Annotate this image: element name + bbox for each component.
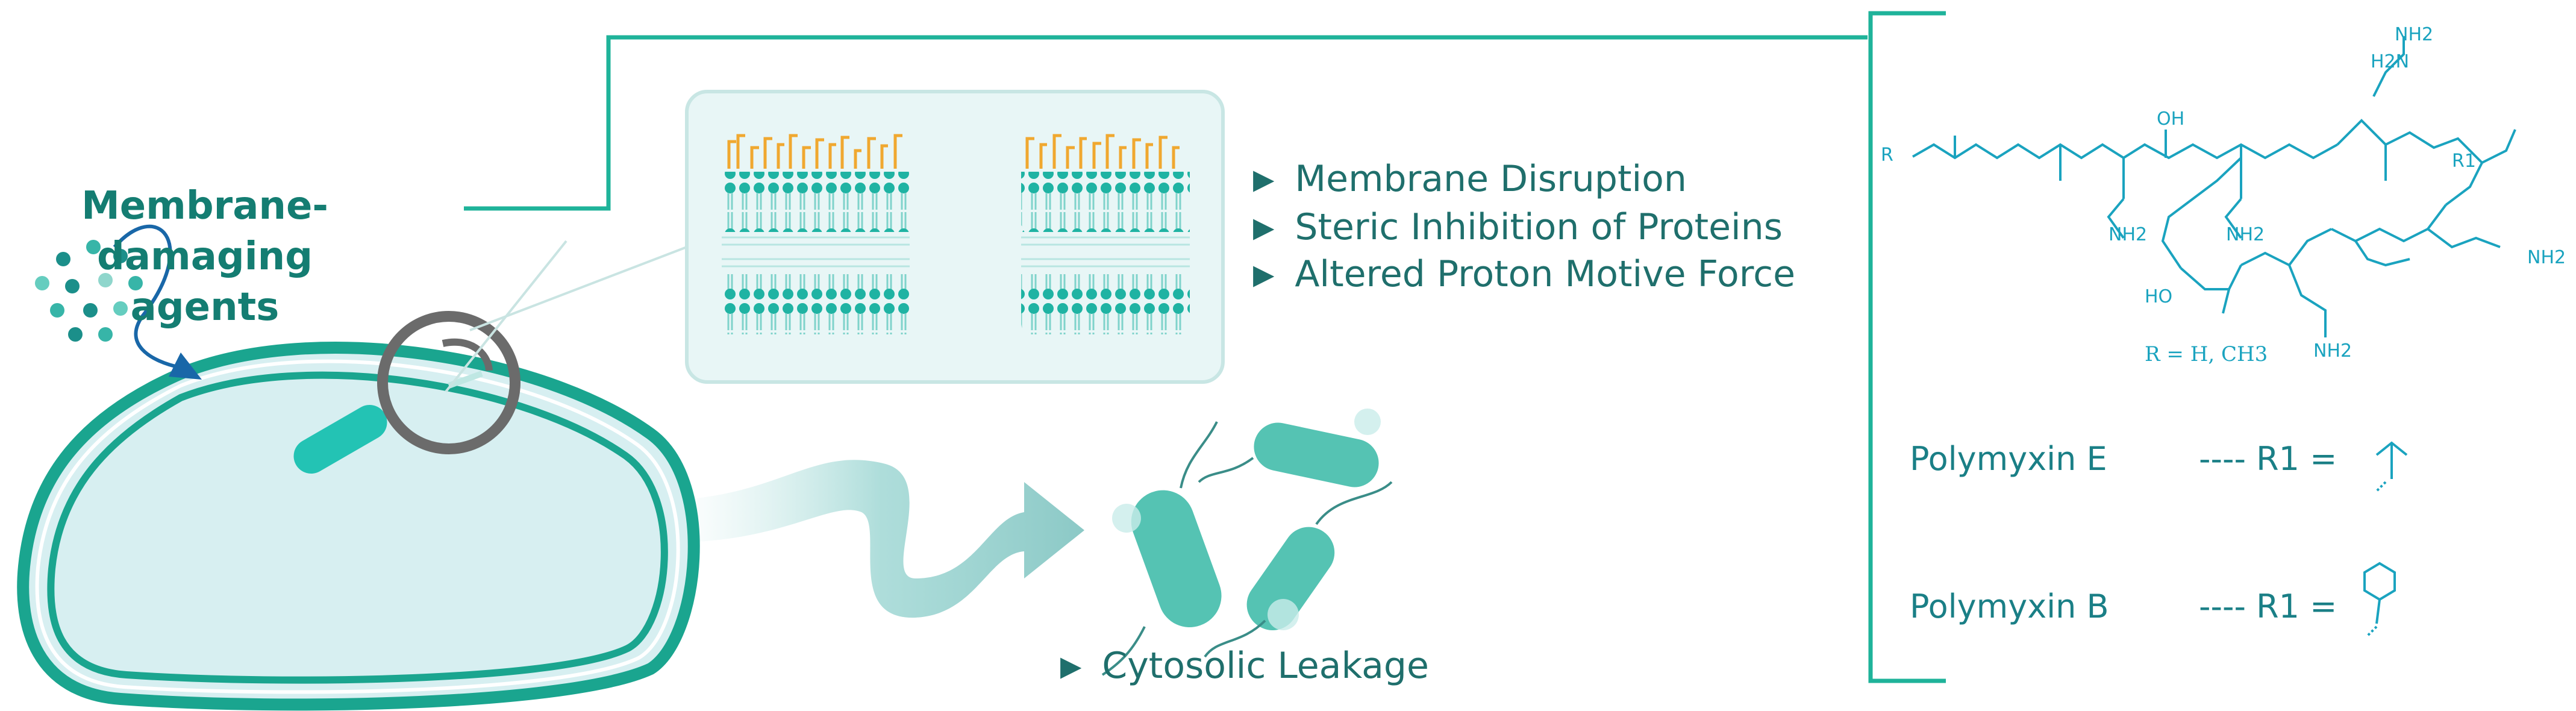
agents-label: Membrane-damaging agents [81, 184, 328, 330]
variant-name: Polymyxin E [1910, 440, 2107, 478]
mechanism-label: Steric Inhibition of Proteins [1295, 206, 1783, 248]
lysed-bacteria [1101, 409, 1393, 676]
atom-label: NH2 [2109, 224, 2148, 245]
mechanism-item: ▶ Altered Proton Motive Force [1253, 253, 1795, 295]
bullet-triangle-icon: ▶ [1253, 258, 1275, 290]
magnifier-lens [377, 311, 521, 454]
curved-arrow [113, 224, 181, 369]
wavy-arrow [675, 460, 1084, 618]
agent-particles [35, 240, 143, 342]
r-group-note: R = H, CH3 [2145, 342, 2268, 366]
atom-label: NH2 [2395, 24, 2434, 45]
variant-r1: ---- R1 = [2199, 440, 2337, 478]
bullet-triangle-icon: ▶ [1253, 163, 1275, 195]
polymyxin-structure [1912, 36, 2516, 337]
atom-label: NH2 [2313, 340, 2352, 362]
mechanism-item: ▶ Membrane Disruption [1253, 158, 1687, 200]
mechanism-label: Membrane Disruption [1295, 158, 1687, 200]
atom-label: R1 [2452, 151, 2476, 172]
structure-bracket [1868, 11, 1946, 683]
bullet-triangle-icon: ▶ [1253, 211, 1275, 243]
connector-line [464, 35, 1868, 211]
leakage-item: ▶ Cytosolic Leakage [1060, 645, 1429, 687]
mechanism-label: Altered Proton Motive Force [1295, 253, 1795, 295]
membrane-right [1021, 172, 1190, 334]
atom-label: H2N [2371, 51, 2410, 72]
atom-label: R [1881, 145, 1893, 166]
atom-label: NH2 [2527, 247, 2566, 268]
variant-r1: ---- R1 = [2199, 587, 2337, 625]
agent-bar [293, 405, 387, 474]
bullet-triangle-icon: ▶ [1060, 650, 1082, 682]
variant-name: Polymyxin B [1910, 587, 2109, 625]
leakage-label: Cytosolic Leakage [1102, 645, 1429, 687]
mechanism-item: ▶ Steric Inhibition of Proteins [1253, 206, 1783, 248]
atom-label: HO [2145, 286, 2173, 307]
bacterium-cell [17, 342, 700, 711]
atom-label: OH [2157, 108, 2185, 130]
membrane-left [722, 172, 910, 334]
atom-label: NH2 [2226, 224, 2265, 245]
lipopolysaccharide-chains [727, 134, 1180, 169]
